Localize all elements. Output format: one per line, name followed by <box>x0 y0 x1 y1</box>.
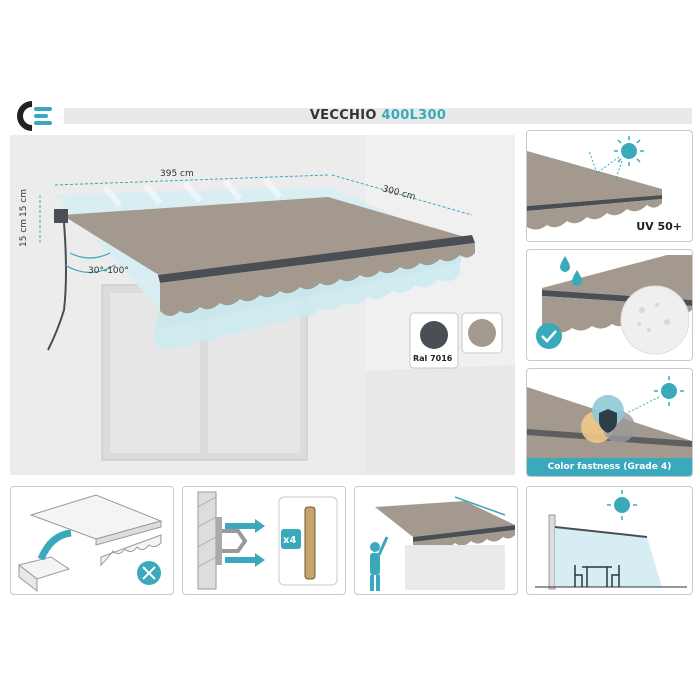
manual-crank-panel <box>354 486 518 595</box>
frame-color-label: Ral 7016 <box>413 354 453 363</box>
height-dimension-label-1: 15 cm <box>19 219 29 247</box>
packaging-illustration <box>17 494 163 593</box>
uv-illustration <box>527 136 662 230</box>
product-size: 400L300 <box>381 108 447 123</box>
tools-icon <box>137 561 161 585</box>
title-bar: VECCHIO 400L300 <box>64 108 692 124</box>
table-chairs-icon <box>574 565 620 587</box>
uv-label: UV 50+ <box>636 220 682 233</box>
mounting-illustration: x4 <box>197 491 338 590</box>
height-dimension-label-2: 15 cm <box>19 189 29 217</box>
uv-protection-panel: UV 50+ <box>526 130 693 242</box>
shade-diagram-panel <box>526 486 693 595</box>
shade-diagram-illustration <box>535 490 687 590</box>
shield-icon <box>599 409 617 433</box>
waterproof-illustration <box>536 255 692 355</box>
manual-crank-illustration <box>370 496 515 591</box>
person-cranking-icon <box>370 536 389 591</box>
sun-icon <box>614 136 644 166</box>
water-drop-icon <box>560 256 582 286</box>
brand-logo <box>17 101 52 131</box>
bolt-count-label: x4 <box>283 535 296 546</box>
frame-color-swatch <box>420 321 448 349</box>
fabric-color-swatch <box>468 319 496 347</box>
waterproof-panel <box>526 249 693 361</box>
color-fastness-panel: Color fastness (Grade 4) <box>526 368 693 477</box>
packaging-panel <box>10 486 174 595</box>
angle-label: 30°-100° <box>88 266 129 276</box>
sun-icon <box>654 376 684 406</box>
width-dimension-label: 395 cm <box>160 169 194 179</box>
sun-icon <box>607 490 637 520</box>
extension-arrow-icon <box>454 496 506 516</box>
color-fastness-label: Color fastness (Grade 4) <box>527 458 692 476</box>
anchor-bolt-icon <box>304 506 316 580</box>
mounting-panel: x4 <box>182 486 346 595</box>
product-title: VECCHIO 400L300 <box>64 108 692 124</box>
arrow-icon <box>37 529 72 561</box>
screw-arrow-icon <box>225 523 255 529</box>
check-icon <box>536 323 562 349</box>
color-fastness-illustration <box>527 376 692 459</box>
awning-main-illustration: 395 cm 300 cm 15 cm 15 cm 30°-100° Ral 7… <box>10 135 515 475</box>
product-model: VECCHIO <box>309 108 377 123</box>
